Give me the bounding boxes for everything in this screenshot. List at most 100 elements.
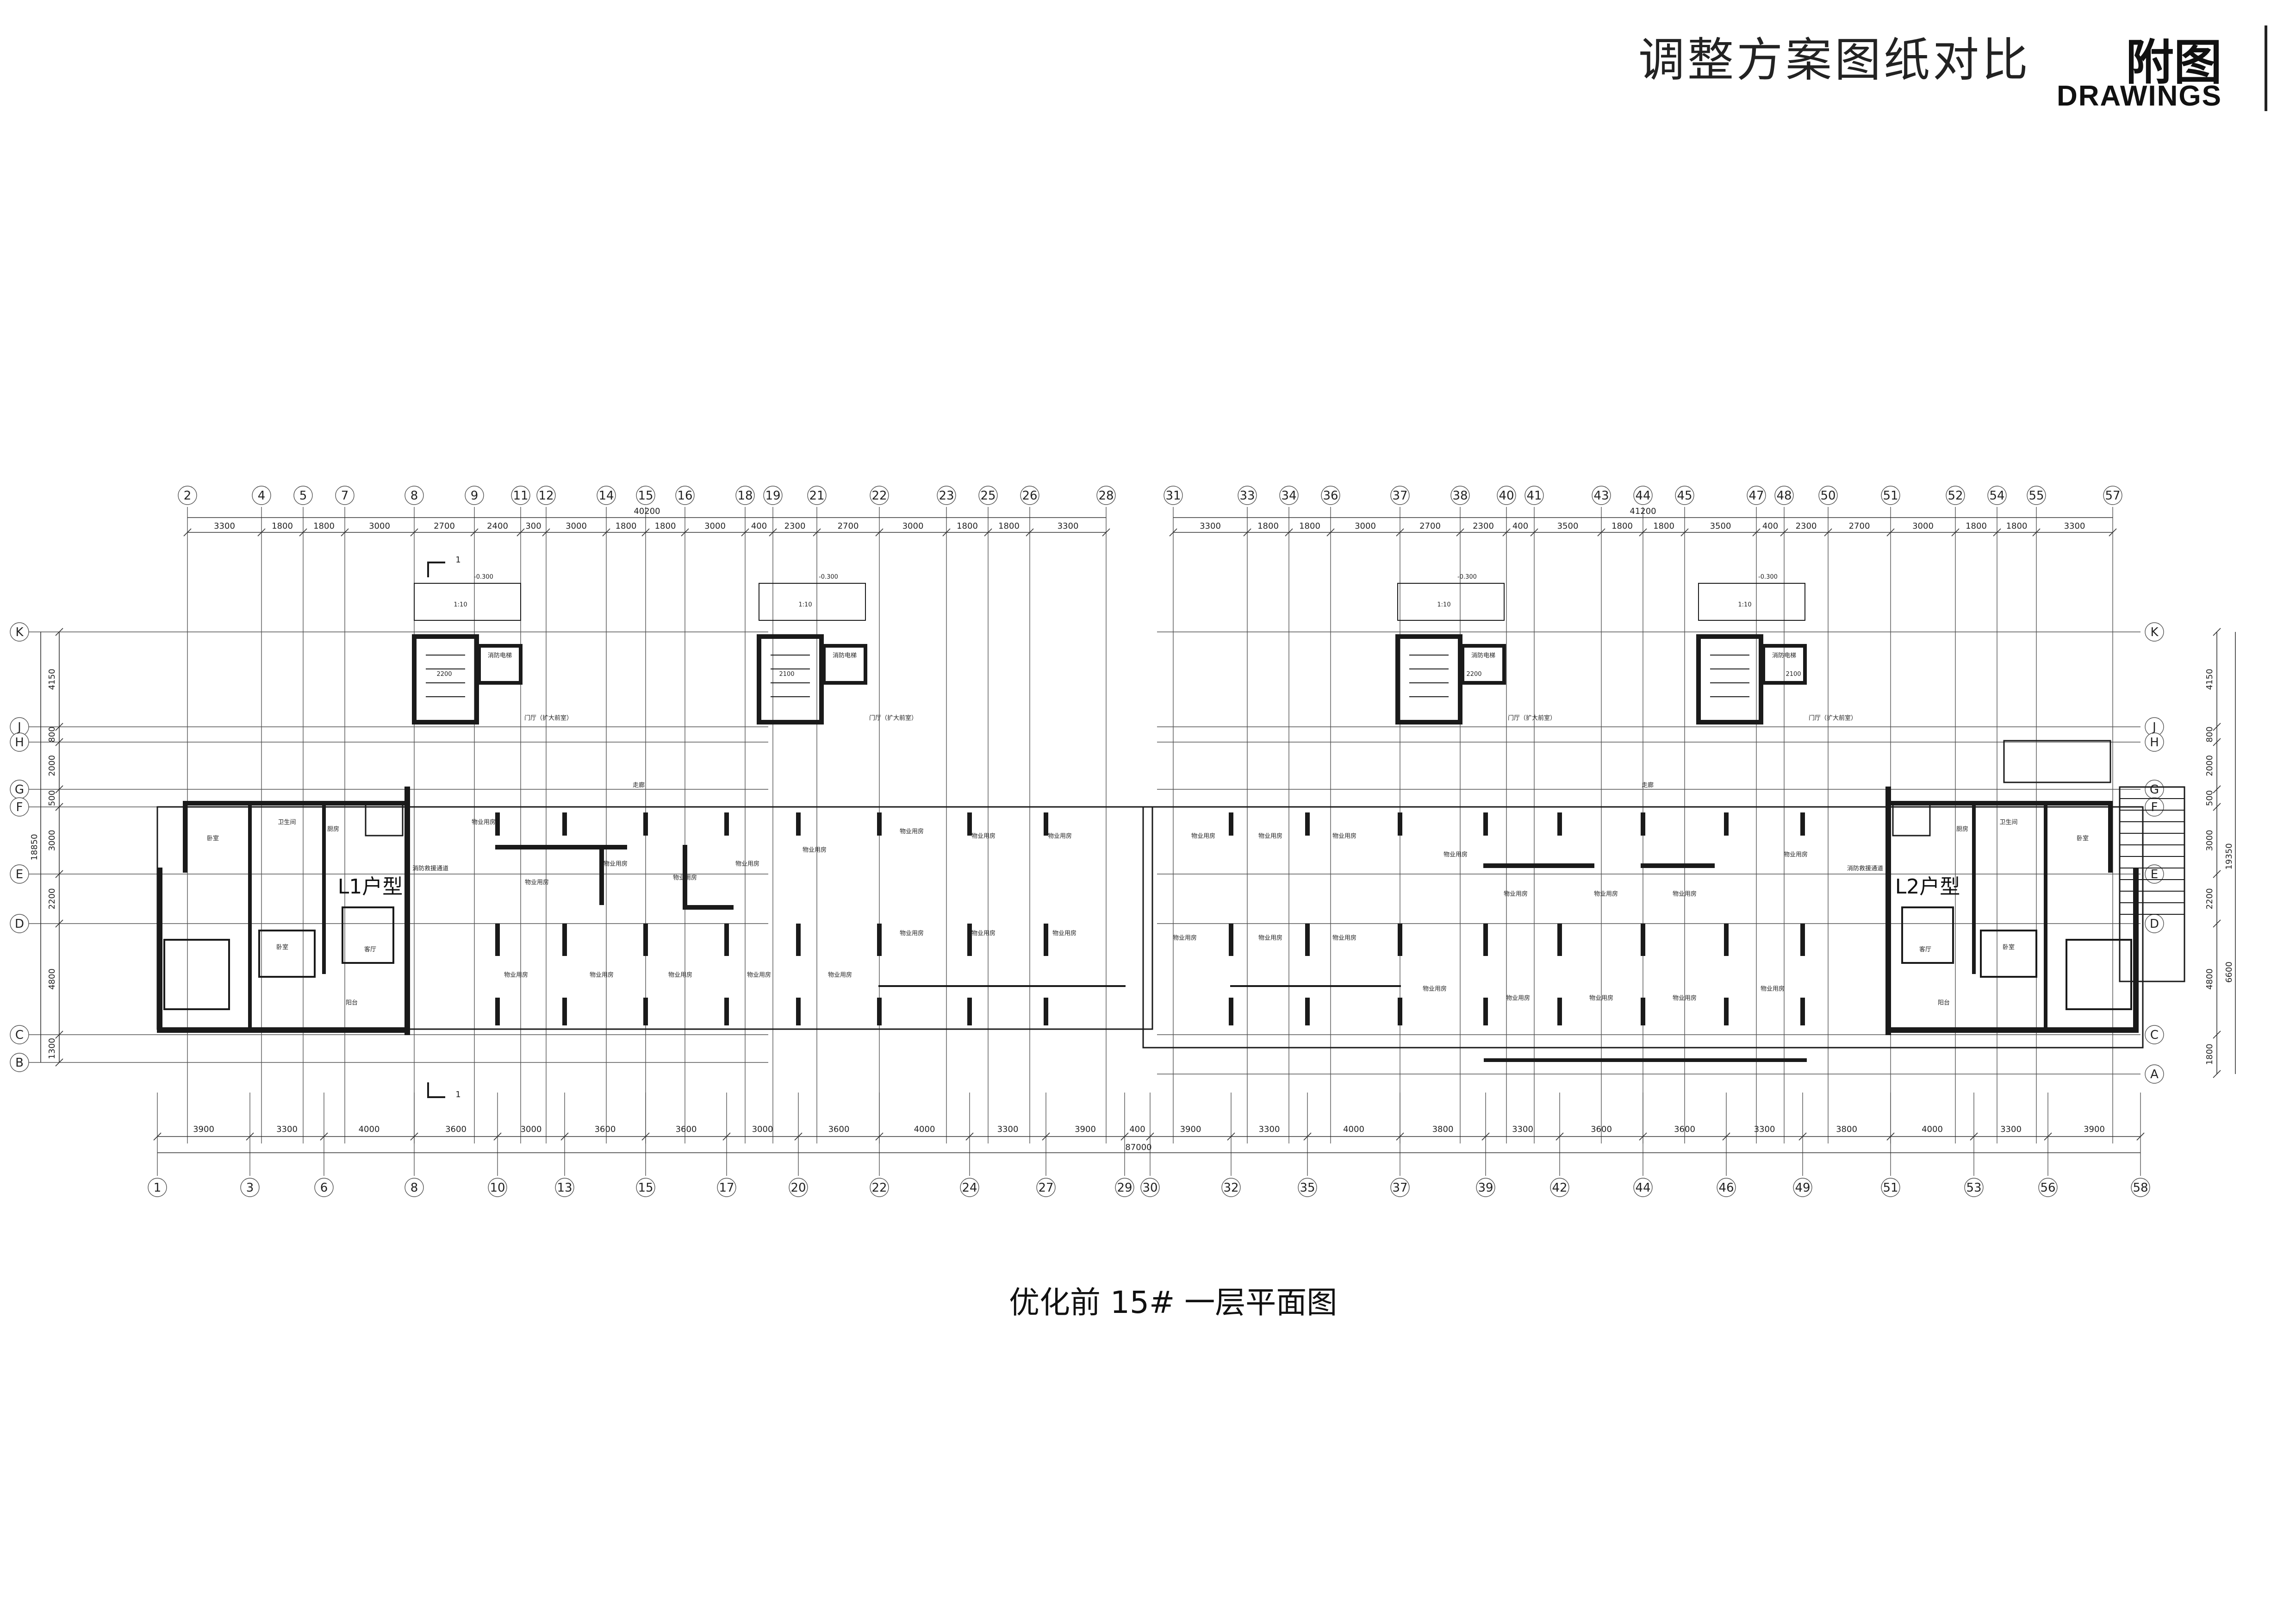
stair-dim: 2100 [1786,671,1801,678]
dim-value: 2300 [1796,521,1817,531]
outer-wall-west [156,806,1153,1030]
dim-value: 1800 [1966,521,1987,531]
dim-value: 4000 [914,1124,935,1134]
dim-tick [153,1132,162,1141]
dim-value: 1800 [998,521,1020,531]
dim-tick [299,528,307,537]
dim-value: 1800 [957,521,978,531]
axis-label-right: K [2150,625,2159,639]
axis-bubble [1476,1178,1495,1197]
axis-label-bottom: 1 [154,1181,162,1195]
axis-label-top: 15 [638,489,653,503]
axis-bubble [1238,486,1257,505]
dim-tick [55,723,63,731]
dim-tick [769,528,777,537]
axis-label-top: 21 [809,489,824,503]
dim-tick [1396,528,1404,537]
axis-bubble [178,486,197,505]
dim-value: 3800 [1432,1124,1454,1134]
dim-value: 400 [1762,521,1778,531]
axis-label-bottom: 17 [719,1181,734,1195]
axis-label-top: 43 [1593,489,1609,503]
dim-tick [1481,1132,1490,1141]
axis-bubble [1881,1178,1900,1197]
axis-label-bottom: 3 [246,1181,254,1195]
axis-label-top: 4 [258,489,266,503]
dim-value: 3300 [2000,1124,2022,1134]
dim-tick [2213,919,2221,928]
l1-bed [258,930,316,978]
axis-bubble [807,486,827,505]
room-label-property: 物业用房 [1594,890,1618,898]
dim-value: 3000 [752,1124,773,1134]
dim-tick [55,785,63,793]
axis-bubble [404,1178,424,1197]
axis-bubble [789,1178,808,1197]
ramp [2119,786,2185,982]
axis-bubble [1747,486,1766,505]
canopy [759,583,866,621]
dim-value: 3300 [2064,521,2085,531]
level-label: -0.300 [819,574,838,581]
axis-bubble [1321,486,1340,505]
axis-label-top: 11 [513,489,528,503]
elevator-shaft [822,644,867,685]
dim-tick [1886,528,1895,537]
room-label-property: 物业用房 [1332,832,1356,840]
dim-value: 2700 [838,521,859,531]
dim-value: 2700 [1849,521,1870,531]
dim-value: 3600 [445,1124,467,1134]
axis-label-top: 12 [538,489,554,503]
room-label-property: 物业用房 [525,879,549,886]
section-label: 1 [455,555,460,565]
room-label-property: 物业用房 [668,971,692,979]
axis-bubble [10,797,29,817]
dim-tick [813,528,821,537]
corridor-label: 走廊 [1642,781,1654,789]
axis-bubble [488,1178,507,1197]
room-label-property: 物业用房 [504,971,528,979]
stair-core [412,634,479,725]
dim-value: 4150 [47,669,57,690]
unit-label-l1: L1户型 [338,875,403,899]
dim-value: 3000 [902,521,924,531]
axis-label-bottom: 35 [1300,1181,1315,1195]
dim-value: 800 [47,726,57,742]
dim-value: 4800 [2205,968,2215,990]
axis-label-bottom: 44 [1635,1181,1650,1195]
dim-value: 3000 [47,830,57,851]
axis-label-right: G [2150,783,2159,797]
dim-tick [1639,1132,1647,1141]
axis-bubble [1450,486,1470,505]
dim-value: 400 [1512,521,1528,531]
room-label-bedroom: 卧室 [207,835,219,842]
axis-bubble [1036,1178,1056,1197]
room-label-property: 物业用房 [1173,934,1197,942]
dim-tick [1780,528,1788,537]
axis-label-top: 45 [1677,489,1692,503]
dim-tick [1680,528,1689,537]
dim-value: 2700 [434,521,455,531]
axis-bubble [978,486,998,505]
axis-label-bottom: 42 [1552,1181,1567,1195]
scale-label: 1:10 [454,601,467,608]
dim-value: 3000 [521,1124,542,1134]
dim-tick [875,528,884,537]
axis-label-left: G [15,783,24,797]
dim-tick [320,1132,328,1141]
page-title: 调整方案图纸对比 [1638,33,2031,87]
axis-bubble [1964,1178,1984,1197]
dim-value: 3300 [276,1124,298,1134]
section-label: 1 [455,1090,460,1099]
axis-bubble [960,1178,979,1197]
room-label-property: 物业用房 [971,832,996,840]
section-label-cn: 附图 [2125,34,2222,91]
axis-label-right: E [2151,868,2158,881]
dim-value: 3500 [1710,521,1731,531]
axis-label-left: K [15,625,24,639]
axis-bubble [555,1178,574,1197]
room-label-property: 物业用房 [735,860,759,868]
axis-bubble [1140,1178,1160,1197]
dim-value: 800 [2205,726,2215,742]
elevator-label: 消防电梯 [1471,652,1495,659]
